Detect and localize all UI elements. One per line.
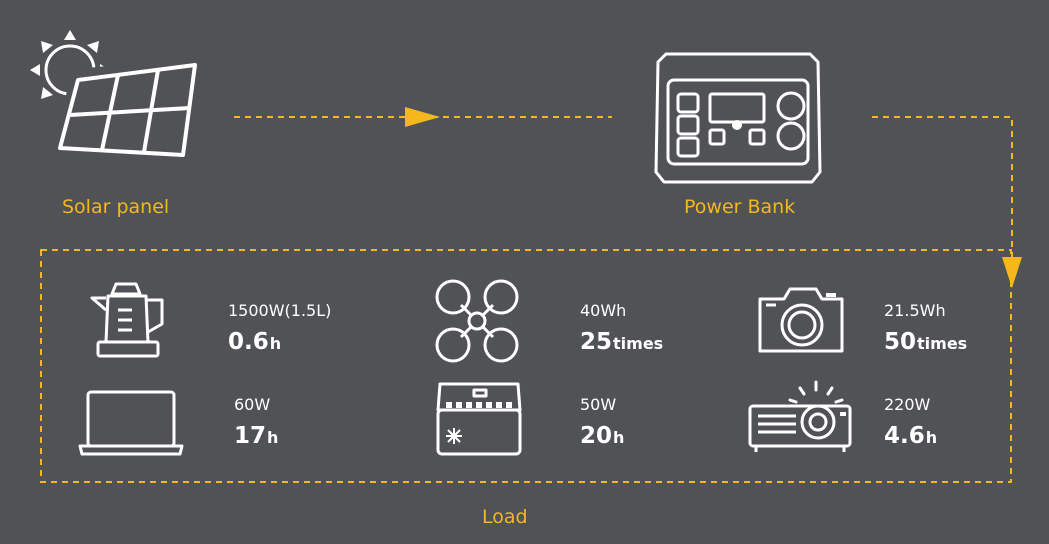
kettle-icon (90, 282, 164, 358)
camera-unit: times (917, 334, 968, 353)
arrow-down-icon (1002, 257, 1022, 288)
projector-spec: 220W (884, 395, 931, 414)
fridge-value: 20h (580, 423, 625, 449)
projector-value: 4.6h (884, 423, 938, 449)
fridge-icon (436, 382, 522, 456)
camera-icon (758, 287, 844, 353)
camera-value: 50times (884, 329, 968, 355)
drone-icon (435, 279, 519, 363)
drone-unit: times (613, 334, 664, 353)
projector-icon (748, 380, 852, 452)
bank-to-load-line (872, 116, 1013, 262)
kettle-unit: h (269, 334, 282, 353)
solar-panel-icon (30, 30, 197, 160)
load-box (40, 249, 1012, 483)
fridge-unit: h (613, 428, 625, 447)
laptop-value: 17h (234, 423, 279, 449)
arrow-right-icon (405, 107, 440, 127)
fridge-spec: 50W (580, 395, 617, 414)
solar-panel-label: Solar panel (62, 196, 170, 218)
load-label: Load (482, 506, 528, 528)
kettle-spec: 1500W(1.5L) (228, 301, 332, 320)
camera-spec: 21.5Wh (884, 301, 946, 320)
projector-unit: h (925, 428, 938, 447)
power-bank-label: Power Bank (684, 196, 796, 218)
laptop-icon (78, 390, 184, 456)
laptop-unit: h (267, 428, 279, 447)
kettle-value: 0.6h (228, 329, 282, 355)
power-bank-icon (654, 52, 822, 184)
laptop-spec: 60W (234, 395, 271, 414)
drone-value: 25times (580, 329, 664, 355)
drone-spec: 40Wh (580, 301, 627, 320)
